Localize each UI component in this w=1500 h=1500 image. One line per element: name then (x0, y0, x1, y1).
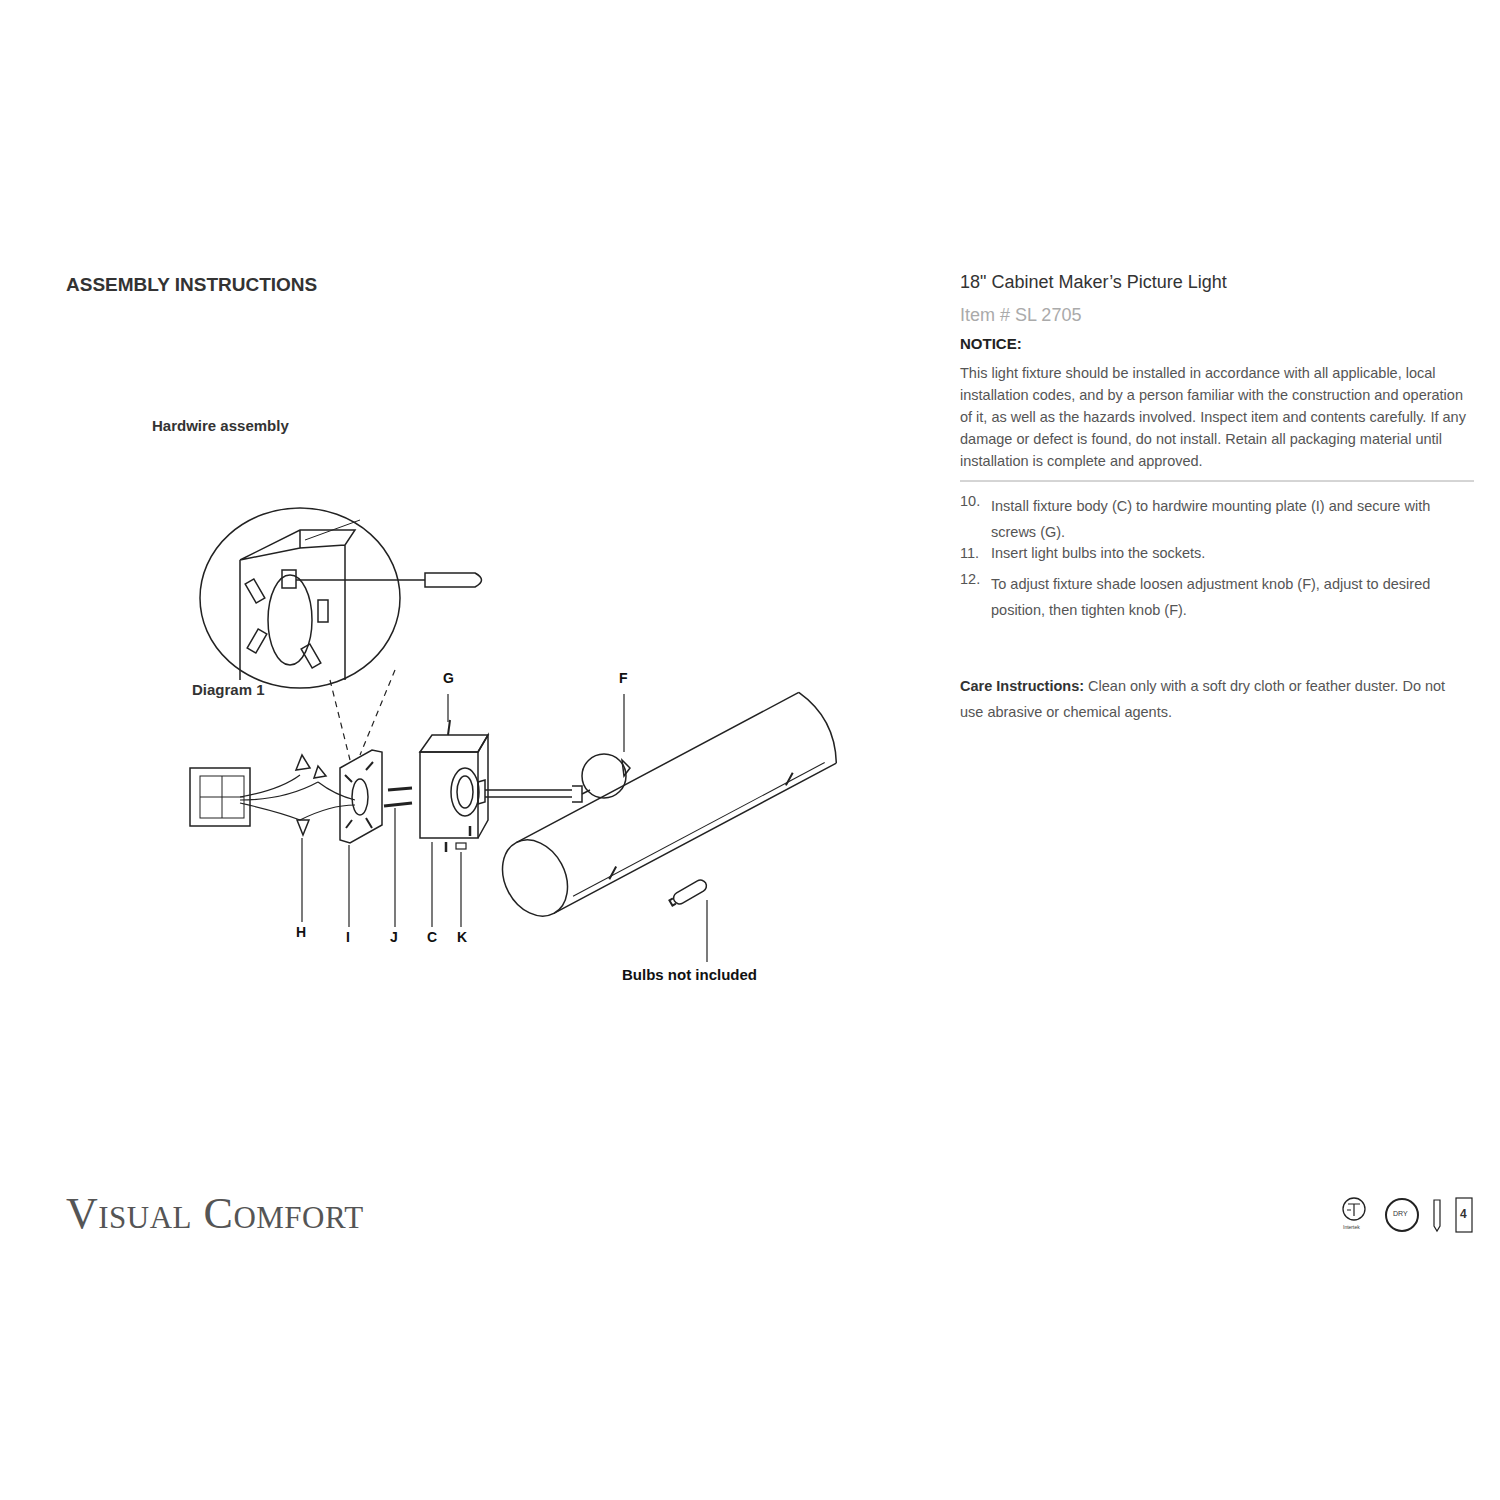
cert-text: DRY (1393, 1210, 1408, 1218)
callout-letter: G (443, 670, 454, 687)
mounting-screws (384, 788, 412, 806)
care-heading: Care Instructions: (960, 678, 1084, 694)
bulb-note: Bulbs not included (622, 966, 757, 984)
canopy (420, 720, 488, 852)
callout-letter: H (296, 924, 306, 941)
care-paragraph: Care Instructions:Clean only with a soft… (960, 673, 1470, 725)
diagram-label: Diagram 1 (192, 681, 265, 699)
section-heading: Hardwire assembly (152, 417, 289, 435)
bulb (668, 878, 709, 908)
step-number: 10. (960, 493, 980, 510)
cert-text: 4 (1460, 1207, 1467, 1221)
cert-icons (1343, 1198, 1472, 1232)
step-text: Insert light bulbs into the sockets. (991, 545, 1205, 562)
divider-rule (960, 481, 1474, 482)
notice-text: This light fixture should be installed i… (960, 362, 1470, 472)
page-title: ASSEMBLY INSTRUCTIONS (66, 274, 317, 297)
step-number: 12. (960, 571, 980, 588)
fixture-arm (485, 754, 630, 802)
shade (490, 688, 845, 928)
notice-heading: NOTICE: (960, 335, 1022, 353)
product-name: 18" Cabinet Maker’s Picture Light (960, 272, 1227, 294)
mounting-plate (340, 750, 382, 843)
wire-nuts (240, 755, 355, 835)
callout-letter: F (619, 670, 628, 687)
leader-lines (302, 694, 707, 962)
callout-dash (330, 670, 395, 760)
magnified-plate (240, 520, 482, 680)
callout-letter: I (346, 929, 350, 946)
item-number: Item # SL 2705 (960, 305, 1081, 327)
step-text: To adjust fixture shade loosen adjustmen… (991, 571, 1476, 623)
callout-letter: J (390, 929, 398, 946)
magnifier-circle (200, 508, 400, 688)
step-text: Install fixture body (C) to hardwire mou… (991, 493, 1471, 545)
brand-logo: Visual Comfort (66, 1188, 364, 1241)
cert-text: Intertek (1343, 1224, 1360, 1230)
callout-letter: K (457, 929, 467, 946)
step-number: 11. (960, 545, 979, 562)
callout-letter: C (427, 929, 437, 946)
